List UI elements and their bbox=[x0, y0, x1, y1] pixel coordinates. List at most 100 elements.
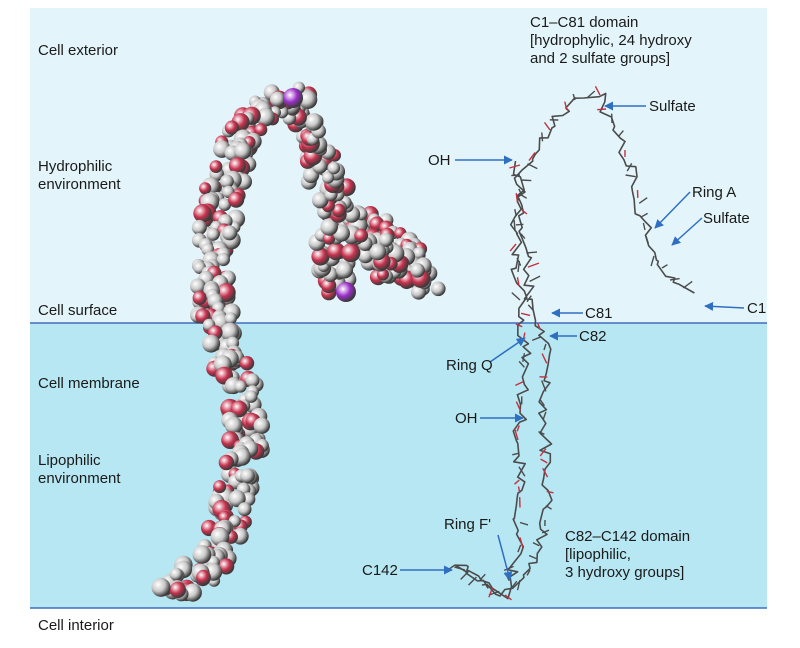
carbon-atom bbox=[220, 174, 234, 189]
oxygen-atom bbox=[377, 268, 389, 281]
side-bond bbox=[526, 295, 532, 303]
cell-interior-label: Cell interior bbox=[38, 617, 114, 634]
carbon-atom bbox=[298, 90, 318, 109]
side-bond bbox=[519, 521, 529, 526]
carbon-atom bbox=[206, 228, 220, 241]
carbon-atom bbox=[270, 91, 286, 108]
c1-arrow bbox=[704, 301, 745, 311]
hydroxy-bond bbox=[597, 108, 607, 111]
hydroxy-bond bbox=[539, 448, 547, 457]
carbon-atom bbox=[225, 416, 243, 435]
carbon-atom bbox=[192, 545, 212, 564]
ring-a-label: Ring A bbox=[692, 184, 737, 201]
side-bond bbox=[572, 93, 576, 101]
oxygen-atom bbox=[169, 581, 186, 598]
ring-a-arrow bbox=[654, 191, 691, 229]
carbon-atom bbox=[320, 218, 339, 236]
side-bond bbox=[518, 466, 526, 477]
side-bond bbox=[539, 399, 545, 407]
carbon-atom bbox=[410, 263, 425, 278]
side-bond bbox=[529, 275, 541, 283]
carbon-atom bbox=[431, 281, 446, 297]
carbon-atom bbox=[312, 192, 329, 209]
side-bond bbox=[541, 132, 544, 142]
c1-label: C1 bbox=[747, 300, 767, 317]
side-bond bbox=[617, 130, 624, 138]
oxygen-atom bbox=[228, 157, 246, 175]
side-bond bbox=[587, 90, 596, 99]
hydroxy-bond bbox=[528, 152, 536, 162]
carbon-atom bbox=[245, 373, 260, 388]
oh-top-label: OH bbox=[428, 152, 451, 169]
side-bond bbox=[527, 304, 534, 311]
hydroxy-bond bbox=[537, 323, 541, 330]
side-bond bbox=[545, 505, 552, 510]
oxygen-atom bbox=[192, 290, 207, 305]
side-bond bbox=[541, 380, 547, 392]
side-bond bbox=[528, 554, 537, 560]
carbon-atom bbox=[183, 583, 202, 602]
hydroxy-bond bbox=[564, 101, 568, 111]
hydroxy-bond bbox=[517, 486, 521, 494]
side-bond bbox=[479, 573, 486, 581]
side-bond bbox=[503, 565, 514, 572]
hydroxy-bond bbox=[541, 353, 548, 364]
oxygen-atom bbox=[199, 182, 212, 195]
c82-c142-domain-label: C82–C142 domain [lipophilic, 3 hydroxy g… bbox=[565, 528, 691, 581]
carbon-atom bbox=[244, 390, 258, 403]
hydroxy-bond bbox=[509, 164, 521, 169]
hydroxy-bond bbox=[515, 381, 524, 387]
oxygen-atom bbox=[224, 120, 239, 135]
oxygen-atom bbox=[327, 242, 346, 261]
side-bond bbox=[625, 174, 636, 178]
sulfate-mid-arrow bbox=[671, 217, 703, 246]
side-bond bbox=[541, 529, 550, 534]
carbon-atom bbox=[202, 334, 221, 353]
space-filling-model bbox=[151, 81, 446, 602]
carbon-atom bbox=[169, 567, 183, 581]
membrane-region bbox=[30, 323, 767, 608]
side-bond bbox=[517, 544, 522, 553]
side-bond bbox=[514, 209, 517, 217]
carbon-atom bbox=[220, 322, 240, 342]
hydroxy-bond bbox=[540, 458, 548, 464]
side-bond bbox=[509, 580, 518, 591]
oh-mid-label: OH bbox=[455, 410, 478, 427]
ring-f-label: Ring F' bbox=[444, 516, 492, 533]
side-bond bbox=[518, 188, 523, 196]
side-bond bbox=[454, 566, 466, 571]
oxygen-atom bbox=[332, 203, 346, 218]
side-bond bbox=[520, 233, 526, 240]
carbon-atom bbox=[191, 219, 207, 235]
carbon-atom bbox=[369, 243, 387, 261]
side-bond bbox=[641, 212, 648, 218]
carbon-atom bbox=[210, 527, 230, 547]
carbon-atom bbox=[305, 113, 323, 131]
c1-c81-domain-label: C1–C81 domain [hydrophylic, 24 hydroxy a… bbox=[530, 14, 692, 67]
cell-surface-label: Cell surface bbox=[38, 302, 118, 319]
carbon-atom bbox=[222, 225, 238, 241]
carbon-atom bbox=[327, 161, 341, 175]
hydroxy-bond bbox=[521, 209, 528, 215]
oxygen-atom bbox=[196, 569, 211, 585]
side-bond bbox=[661, 264, 668, 269]
sulfate-mid-label: Sulfate bbox=[703, 210, 750, 227]
side-bond bbox=[526, 251, 538, 254]
side-bond bbox=[645, 235, 649, 244]
cell-exterior-label: Cell exterior bbox=[38, 42, 119, 59]
oxygen-atom bbox=[218, 558, 235, 575]
side-bond bbox=[460, 572, 468, 580]
side-bond bbox=[481, 583, 488, 586]
sulfur-atom bbox=[336, 282, 356, 302]
side-bond bbox=[669, 277, 680, 281]
side-bond bbox=[531, 336, 542, 342]
ring-q-label: Ring Q bbox=[446, 357, 493, 374]
side-bond bbox=[511, 174, 521, 177]
oxygen-atom bbox=[254, 123, 268, 137]
c142-label: C142 bbox=[362, 562, 398, 579]
hydroxy-bond bbox=[515, 323, 523, 328]
annotation-arrows bbox=[400, 101, 745, 581]
sulfate-top-label: Sulfate bbox=[649, 98, 696, 115]
